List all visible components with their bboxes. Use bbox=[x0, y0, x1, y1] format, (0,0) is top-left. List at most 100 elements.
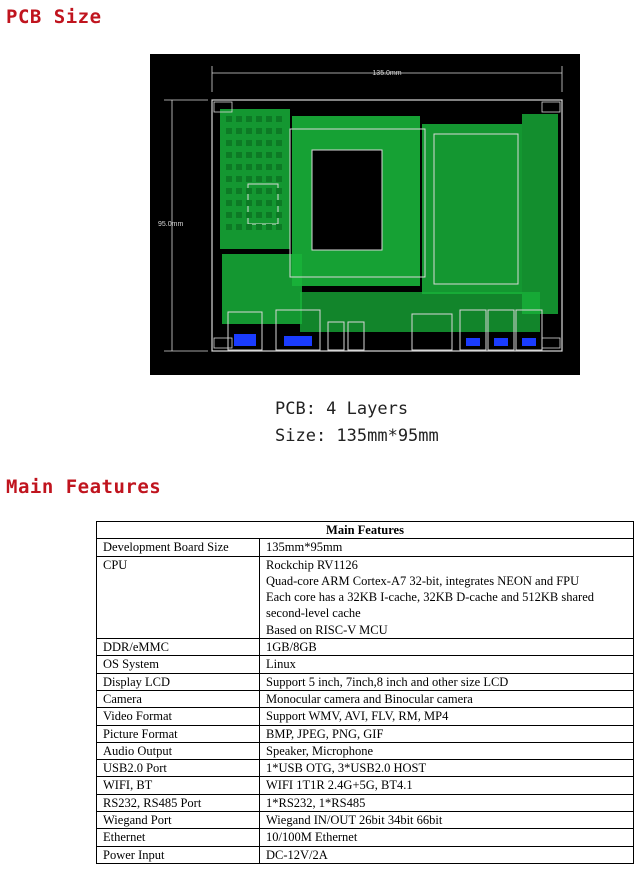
feature-key: Video Format bbox=[96, 707, 260, 726]
feature-key: USB2.0 Port bbox=[96, 759, 260, 778]
pad bbox=[266, 164, 272, 170]
pad bbox=[226, 212, 232, 218]
feature-value-line: second-level cache bbox=[266, 606, 361, 621]
pad bbox=[236, 224, 242, 230]
feature-value-line: DC-12V/2A bbox=[266, 847, 328, 862]
pad bbox=[266, 188, 272, 194]
pad bbox=[256, 164, 262, 170]
pad bbox=[266, 212, 272, 218]
pcb-layout-image: 135.0mm 95.0mm bbox=[150, 54, 580, 375]
feature-value: Wiegand IN/OUT 26bit 34bit 66bit bbox=[259, 811, 634, 830]
feature-key: Audio Output bbox=[96, 741, 260, 761]
feature-value: 1GB/8GB bbox=[259, 638, 634, 657]
feature-value-line: Support 5 inch, 7inch,8 inch and other s… bbox=[266, 674, 509, 689]
pad bbox=[236, 176, 242, 182]
feature-value: BMP, JPEG, PNG, GIF bbox=[259, 724, 634, 743]
pad bbox=[246, 224, 252, 230]
feature-value: Linux bbox=[259, 655, 634, 674]
pad bbox=[226, 176, 232, 182]
height-dimension-label: 95.0mm bbox=[158, 221, 183, 228]
feature-key: DDR/eMMC bbox=[96, 638, 260, 657]
pad bbox=[256, 128, 262, 134]
pad bbox=[276, 128, 282, 134]
pad bbox=[236, 116, 242, 122]
feature-key: Ethernet bbox=[96, 828, 260, 847]
feature-value-line: Rockchip RV1126 bbox=[266, 557, 358, 572]
feature-value: Speaker, Microphone bbox=[259, 741, 634, 761]
pad bbox=[246, 128, 252, 134]
pad bbox=[226, 140, 232, 146]
pad bbox=[256, 152, 262, 158]
pad bbox=[226, 200, 232, 206]
feature-key: Wiegand Port bbox=[96, 811, 260, 830]
pad bbox=[276, 212, 282, 218]
feature-value: 135mm*95mm bbox=[259, 538, 634, 557]
pad bbox=[266, 200, 272, 206]
pcb-caption: PCB: 4 Layers Size: 135mm*95mm bbox=[275, 396, 439, 450]
pad bbox=[256, 176, 262, 182]
pad bbox=[236, 164, 242, 170]
pad bbox=[256, 224, 262, 230]
feature-key: Power Input bbox=[96, 845, 260, 864]
width-dimension-label: 135.0mm bbox=[372, 70, 401, 77]
feature-key: RS232, RS485 Port bbox=[96, 793, 260, 813]
pad bbox=[276, 116, 282, 122]
table-header: Main Features bbox=[96, 520, 634, 540]
feature-value-line: Wiegand IN/OUT 26bit 34bit 66bit bbox=[266, 813, 443, 828]
feature-value-line: Support WMV, AVI, FLV, RM, MP4 bbox=[266, 709, 449, 724]
pad bbox=[266, 224, 272, 230]
pad bbox=[256, 212, 262, 218]
feature-key: OS System bbox=[96, 655, 260, 674]
pad bbox=[246, 200, 252, 206]
pcb-size-title: PCB Size bbox=[6, 6, 102, 28]
pad bbox=[276, 140, 282, 146]
pad bbox=[276, 164, 282, 170]
feature-value: DC-12V/2A bbox=[259, 845, 634, 864]
chip-outlines bbox=[247, 128, 519, 285]
pcb-drawing: 135.0mm 95.0mm bbox=[158, 66, 563, 352]
pad bbox=[276, 200, 282, 206]
pad bbox=[236, 128, 242, 134]
feature-value-line: Based on RISC-V MCU bbox=[266, 622, 388, 637]
pad bbox=[276, 188, 282, 194]
pad bbox=[236, 188, 242, 194]
pcb-size-text: Size: 135mm*95mm bbox=[275, 426, 439, 446]
pad bbox=[266, 140, 272, 146]
feature-value-line: Each core has a 32KB I-cache, 32KB D-cac… bbox=[266, 590, 594, 605]
feature-value-line: Quad-core ARM Cortex-A7 32-bit, integrat… bbox=[266, 573, 580, 588]
feature-value-line: Linux bbox=[266, 657, 296, 672]
pad bbox=[236, 200, 242, 206]
feature-value: Support WMV, AVI, FLV, RM, MP4 bbox=[259, 707, 634, 726]
pad bbox=[276, 152, 282, 158]
pad bbox=[246, 188, 252, 194]
table-row: Video Format Support WMV, AVI, FLV, RM, M… bbox=[96, 707, 634, 726]
feature-value: Monocular camera and Binocular camera bbox=[259, 689, 634, 709]
pad bbox=[256, 188, 262, 194]
height-dimension-line bbox=[164, 99, 208, 352]
pad bbox=[236, 152, 242, 158]
main-features-title: Main Features bbox=[6, 476, 162, 498]
pad bbox=[256, 200, 262, 206]
pad bbox=[236, 140, 242, 146]
pad bbox=[266, 128, 272, 134]
pad bbox=[236, 212, 242, 218]
pad bbox=[226, 116, 232, 122]
pad bbox=[226, 224, 232, 230]
feature-value-line: 135mm*95mm bbox=[266, 540, 343, 555]
pad bbox=[226, 128, 232, 134]
pad bbox=[246, 116, 252, 122]
feature-value-line: Speaker, Microphone bbox=[266, 743, 374, 758]
feature-key: Camera bbox=[96, 689, 260, 709]
pad bbox=[226, 188, 232, 194]
feature-key: WIFI, BT bbox=[96, 776, 260, 795]
table-header-row: Main Features bbox=[96, 520, 634, 540]
